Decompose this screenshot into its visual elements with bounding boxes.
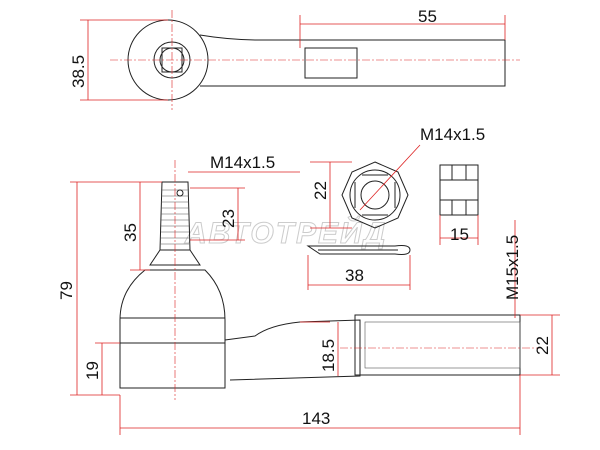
castle-nut [310,144,479,245]
cotter-pin [306,245,411,290]
dim-eye-height: 38.5 [69,55,88,88]
dim-body-low: 19 [83,361,102,380]
dim-pin-length: 38 [345,266,364,285]
watermark: АВТОТРЕЙД [184,215,387,250]
dim-nut-height: 15 [450,225,469,244]
dim-total-height: 79 [57,281,76,300]
dim-total-length: 143 [302,409,330,428]
dim-nut-size: 22 [311,181,330,200]
dim-thread-length: 23 [219,209,238,228]
dim-tube-thread: M15x1.5 [503,235,522,300]
dim-stud-thread: M14x1.5 [210,153,275,172]
dim-top-length: 55 [418,7,437,26]
dim-nut-thread: M14x1.5 [420,125,485,144]
dim-stud-height: 35 [121,223,140,242]
top-view [80,10,520,110]
side-view [70,160,560,435]
dim-tube-diameter: 22 [533,336,552,355]
dim-arm-height: 18.5 [319,339,338,372]
